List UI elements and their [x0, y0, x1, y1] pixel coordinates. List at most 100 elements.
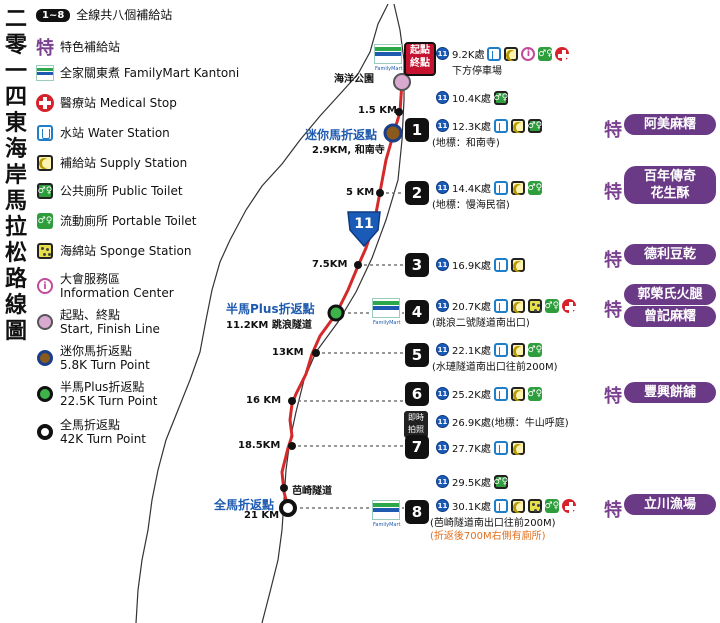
sponge-icon — [527, 498, 542, 513]
medical-cross-icon — [555, 46, 571, 62]
water-cup-icon — [493, 118, 508, 133]
station-distance: 9.2K處 — [452, 50, 485, 61]
legend-label: 半馬Plus折返點 — [60, 380, 145, 394]
legend-sponge: 海綿站 Sponge Station — [36, 242, 191, 260]
title-char: 拉 — [4, 214, 27, 240]
start-finish-dot — [393, 73, 411, 91]
water-cup-icon — [493, 386, 508, 401]
note-after-8: (折返後700M右側有廁所) — [430, 531, 546, 542]
special-pill: 百年傳奇花生酥 — [624, 166, 716, 204]
station-row: 11 22.1K處 ♂♀ — [436, 342, 542, 357]
special-mark: 特 — [604, 250, 622, 271]
station-row: 11 30.1K處 ♂♀ — [436, 498, 577, 514]
station-sub: (水璉隧道南出口往前200M) — [432, 362, 558, 373]
highway-icon: 11 — [436, 47, 449, 60]
familymart-icon: FamilyMart — [372, 500, 400, 528]
highway-icon: 11 — [436, 343, 449, 356]
legend-label: 水站 Water Station — [60, 126, 170, 140]
banana-icon — [510, 180, 525, 195]
banana-icon — [504, 46, 519, 61]
special-mark: 特 — [36, 38, 54, 59]
legend-familymart: 全家關東煮 FamilyMart Kantoni — [36, 64, 239, 82]
title-char: 零 — [4, 32, 27, 58]
toilet-icon: ♂♀ — [527, 118, 543, 133]
legend-label: 22.5K Turn Point — [60, 394, 158, 408]
dashed-connectors — [288, 192, 404, 509]
station-number: 7 — [405, 435, 429, 459]
mini-turn-dot — [383, 123, 403, 143]
highway-icon: 11 — [436, 181, 449, 194]
highway-shield — [347, 211, 381, 248]
highway-icon: 11 — [436, 441, 449, 454]
mini-turn-sub: 2.9KM, 和南寺 — [312, 145, 385, 156]
legend-supply: 補給站 Supply Station — [36, 154, 187, 172]
water-cup-icon — [493, 257, 508, 272]
station-distance: 29.5K處 — [452, 478, 491, 489]
legend-medical: 醫療站 Medical Stop — [36, 94, 177, 112]
highway-icon: 11 — [436, 299, 449, 312]
coastline-inner — [261, 3, 405, 623]
highway-icon: 11 — [436, 119, 449, 132]
legend-label: 公共廁所 Public Toilet — [60, 184, 183, 198]
start-finish-dot-icon — [37, 314, 53, 330]
station-row: 11 20.7K處 ♂♀ — [436, 298, 577, 314]
portable-toilet-icon: ♂♀ — [544, 298, 560, 313]
title-char: 東 — [4, 110, 27, 136]
water-cup-icon — [493, 180, 508, 195]
legend-label: 全線共八個補給站 — [76, 8, 173, 22]
legend-special: 特 特色補給站 — [36, 34, 120, 60]
legend-label: Information Center — [60, 286, 174, 300]
highway-icon: 11 — [436, 499, 449, 512]
legend-label: 全馬折返點 — [60, 418, 121, 432]
mini-turn-dot-icon — [37, 350, 53, 366]
station-distance: 25.2K處 — [452, 390, 491, 401]
legend-supply-count: 1~8 全線共八個補給站 — [36, 8, 172, 22]
instant-photo-badge: 即時拍照 — [404, 411, 428, 438]
legend-label: 醫療站 Medical Stop — [60, 96, 177, 110]
full-turn-label: 全馬折返點 — [214, 498, 275, 512]
start-finish-tag: 起點 終點 — [404, 42, 436, 76]
station-distance: 14.4K處 — [452, 184, 491, 195]
familymart-icon — [36, 65, 54, 81]
station-row: 11 29.5K處 ♂♀ — [436, 474, 508, 489]
water-cup-icon — [493, 298, 508, 313]
km-mark: 7.5KM — [312, 259, 348, 270]
km-mark: 1.5 KM — [358, 105, 397, 116]
toilet-icon: ♂♀ — [493, 90, 509, 105]
banana-icon — [37, 155, 53, 171]
full-turn-dot-icon — [37, 424, 53, 440]
station-row: 11 14.4K處 ♂♀ — [436, 180, 542, 195]
highway-icon: 11 — [436, 415, 449, 428]
medical-cross-icon — [561, 498, 577, 514]
station-distance: 16.9K處 — [452, 261, 491, 272]
highway-icon: 11 — [436, 91, 449, 104]
legend-label: 流動廁所 Portable Toilet — [60, 214, 197, 228]
title-char: 一 — [4, 58, 27, 84]
title-char: 二 — [4, 6, 27, 32]
legend-portable: ♂♀ 流動廁所 Portable Toilet — [36, 212, 197, 230]
station-distance: 27.7K處 — [452, 444, 491, 455]
legend-label: 大會服務區 — [60, 272, 121, 286]
portable-toilet-icon: ♂♀ — [527, 180, 543, 195]
half-turn-dot-icon — [37, 386, 53, 402]
water-cup-icon — [493, 440, 508, 455]
portable-toilet-icon: ♂♀ — [544, 498, 560, 513]
banana-icon — [510, 298, 525, 313]
special-mark: 特 — [604, 300, 622, 321]
special-pill: 德利豆乾 — [624, 244, 716, 265]
highway-icon: 11 — [436, 387, 449, 400]
special-mark: 特 — [604, 182, 622, 203]
banana-icon — [510, 257, 525, 272]
station-row: 11 10.4K處 ♂♀ — [436, 90, 508, 105]
station-number: 6 — [405, 382, 429, 406]
station-sub: (跳浪二號隧道南出口) — [432, 318, 530, 329]
legend-label: 海綿站 Sponge Station — [60, 244, 192, 258]
km-mark: 18.5KM — [238, 440, 281, 451]
medical-cross-icon — [561, 298, 577, 314]
title-char: 馬 — [4, 188, 27, 214]
